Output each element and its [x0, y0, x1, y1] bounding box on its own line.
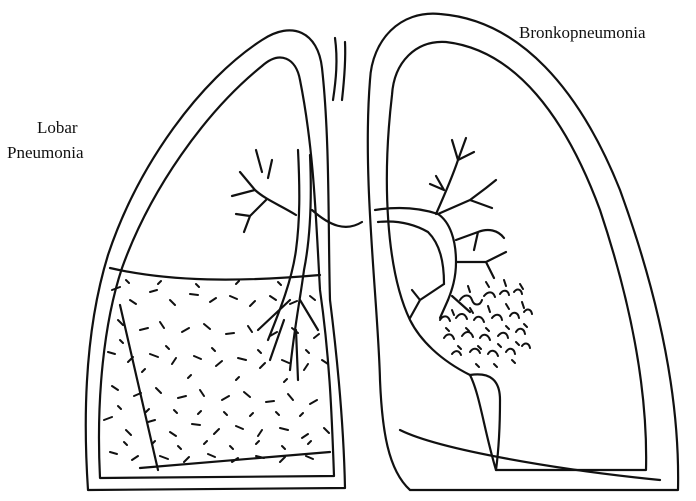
right-lung-inner — [387, 42, 646, 470]
right-bronchus-branch-3 — [410, 284, 470, 318]
left-bronchus-trunk — [268, 150, 299, 340]
right-bronchus-branch-1 — [430, 138, 474, 214]
right-lung-outer — [368, 14, 678, 490]
carina-link — [312, 210, 362, 227]
right-diaphragm-line — [400, 430, 660, 480]
right-patchy-speckles — [440, 280, 532, 367]
trachea-left — [333, 38, 336, 100]
label-lobar-line-2: Pneumonia — [7, 142, 84, 164]
trachea-right — [342, 42, 345, 100]
right-lung — [368, 14, 678, 490]
left-lung — [86, 30, 362, 490]
left-lobe-border — [120, 305, 158, 470]
label-bronchopneumonia: Bronkopneumonia — [519, 22, 646, 44]
left-bronchus-branch-1 — [232, 172, 296, 232]
left-consolidation-line — [110, 268, 320, 280]
label-lobar-line-1: Lobar — [37, 117, 78, 139]
right-bronchus-branch-2 — [438, 180, 506, 278]
left-lung-inner — [99, 58, 334, 478]
left-bronchus-branch-2 — [256, 150, 272, 178]
right-bronchus-main-2 — [378, 221, 444, 284]
left-consolidation-speckles — [104, 280, 329, 462]
